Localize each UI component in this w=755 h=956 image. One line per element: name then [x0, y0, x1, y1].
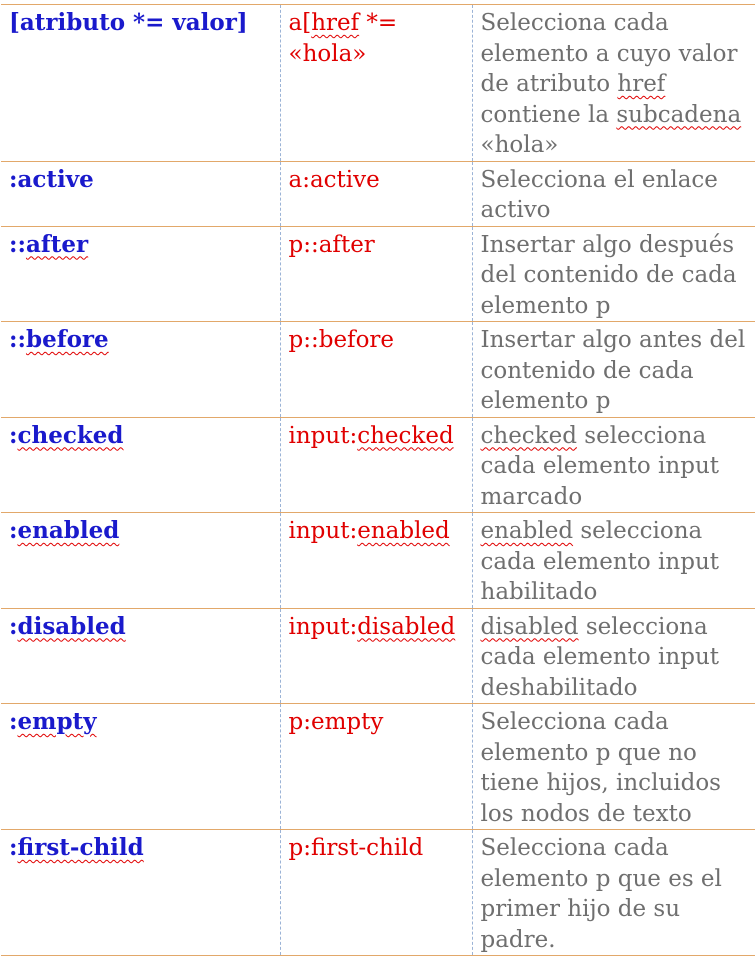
table-row: :first-child p:first-child Selecciona ca… [1, 829, 755, 956]
description-cell: enabled selecciona cada elemento input h… [472, 512, 755, 609]
table-row: [atributo *= valor] a[href *= «hola» Sel… [1, 4, 755, 162]
example-text: input: [288, 422, 358, 449]
description-text: selecciona cada elemento input habilitad… [480, 518, 720, 605]
description-cell: Insertar algo antes del contenido de cad… [472, 321, 755, 418]
table-row: ::before p::before Insertar algo antes d… [1, 321, 755, 418]
description-text: selecciona cada elemento input deshabili… [480, 613, 720, 701]
example-text: p:empty [288, 709, 384, 735]
selector-text: : [9, 708, 18, 735]
example-text: enabled [357, 518, 450, 544]
description-cell: Selecciona cada elemento a cuyo valor de… [472, 4, 755, 162]
selector-cell: [atributo *= valor] [1, 4, 281, 162]
selector-cell: :disabled [1, 607, 281, 704]
example-cell: input:disabled [280, 607, 473, 704]
description-text: Selecciona cada elemento p que no tiene … [480, 709, 721, 827]
selector-text: after [25, 230, 89, 258]
table-row: :empty p:empty Selecciona cada elemento … [1, 703, 755, 830]
selector-text: : [9, 517, 18, 544]
example-cell: p:first-child [280, 829, 473, 956]
example-text: input: [288, 613, 358, 640]
selector-text: empty [17, 708, 97, 735]
description-text: Insertar algo antes del contenido de cad… [480, 327, 746, 414]
selector-text: : [9, 421, 18, 449]
example-text: disabled [357, 613, 456, 640]
css-selectors-table: [atributo *= valor] a[href *= «hola» Sel… [1, 4, 755, 956]
description-text: «hola» [480, 132, 559, 158]
selector-cell: :checked [1, 416, 281, 513]
table-row: :active a:active Selecciona el enlace ac… [1, 160, 755, 227]
description-text: disabled [480, 613, 579, 640]
example-text: a:active [288, 166, 380, 193]
selector-text: : [9, 612, 18, 640]
selector-text: [atributo *= valor] [9, 9, 248, 36]
example-text: p::before [288, 327, 395, 353]
example-text: checked [357, 422, 454, 449]
selector-cell: :enabled [1, 512, 281, 609]
example-text: *= «hola» [288, 10, 398, 67]
example-cell: a:active [280, 160, 473, 227]
example-cell: input:enabled [280, 512, 473, 609]
selector-cell: ::before [1, 321, 281, 418]
description-text: Insertar algo después del contenido de c… [480, 231, 737, 319]
description-text: Selecciona cada elemento p que es el pri… [480, 835, 722, 953]
description-text: Selecciona cada elemento a cuyo valor de… [480, 10, 738, 97]
example-cell: p::before [280, 321, 473, 418]
description-cell: Insertar algo después del contenido de c… [472, 225, 755, 322]
description-text: selecciona cada elemento input marcado [480, 422, 720, 510]
selector-text: disabled [17, 612, 126, 640]
selector-text: checked [17, 421, 124, 449]
example-text: input: [288, 518, 358, 544]
selector-cell: :empty [1, 703, 281, 830]
selector-text: enabled [17, 517, 120, 544]
selector-text: :: [9, 326, 26, 353]
example-cell: p:empty [280, 703, 473, 830]
description-text: href [617, 71, 666, 97]
selector-cell: ::after [1, 225, 281, 322]
example-cell: a[href *= «hola» [280, 4, 473, 162]
description-text: enabled [480, 518, 574, 544]
selector-text: before [25, 326, 109, 353]
selector-cell: :first-child [1, 829, 281, 956]
description-cell: disabled selecciona cada elemento input … [472, 607, 755, 704]
example-text: href [311, 10, 360, 36]
example-text: a[ [288, 10, 312, 36]
selector-text: :active [9, 165, 94, 193]
table-row: :disabled input:disabled disabled selecc… [1, 607, 755, 704]
selector-text: first-child [17, 834, 144, 861]
description-text: checked [480, 422, 577, 449]
example-cell: input:checked [280, 416, 473, 513]
description-cell: checked selecciona cada elemento input m… [472, 416, 755, 513]
example-cell: p::after [280, 225, 473, 322]
description-text: contiene la [480, 101, 617, 128]
selector-cell: :active [1, 160, 281, 227]
table-row: :enabled input:enabled enabled seleccion… [1, 512, 755, 609]
selector-text: :: [9, 230, 26, 258]
table-row: :checked input:checked checked seleccion… [1, 416, 755, 513]
table-row: ::after p::after Insertar algo después d… [1, 225, 755, 322]
description-text: Selecciona el enlace activo [480, 166, 718, 224]
description-cell: Selecciona cada elemento p que no tiene … [472, 703, 755, 830]
example-text: p::after [288, 231, 375, 258]
example-text: p:first-child [288, 835, 424, 861]
description-cell: Selecciona el enlace activo [472, 160, 755, 227]
selector-text: : [9, 834, 18, 861]
description-cell: Selecciona cada elemento p que es el pri… [472, 829, 755, 956]
description-text: subcadena [616, 101, 742, 128]
